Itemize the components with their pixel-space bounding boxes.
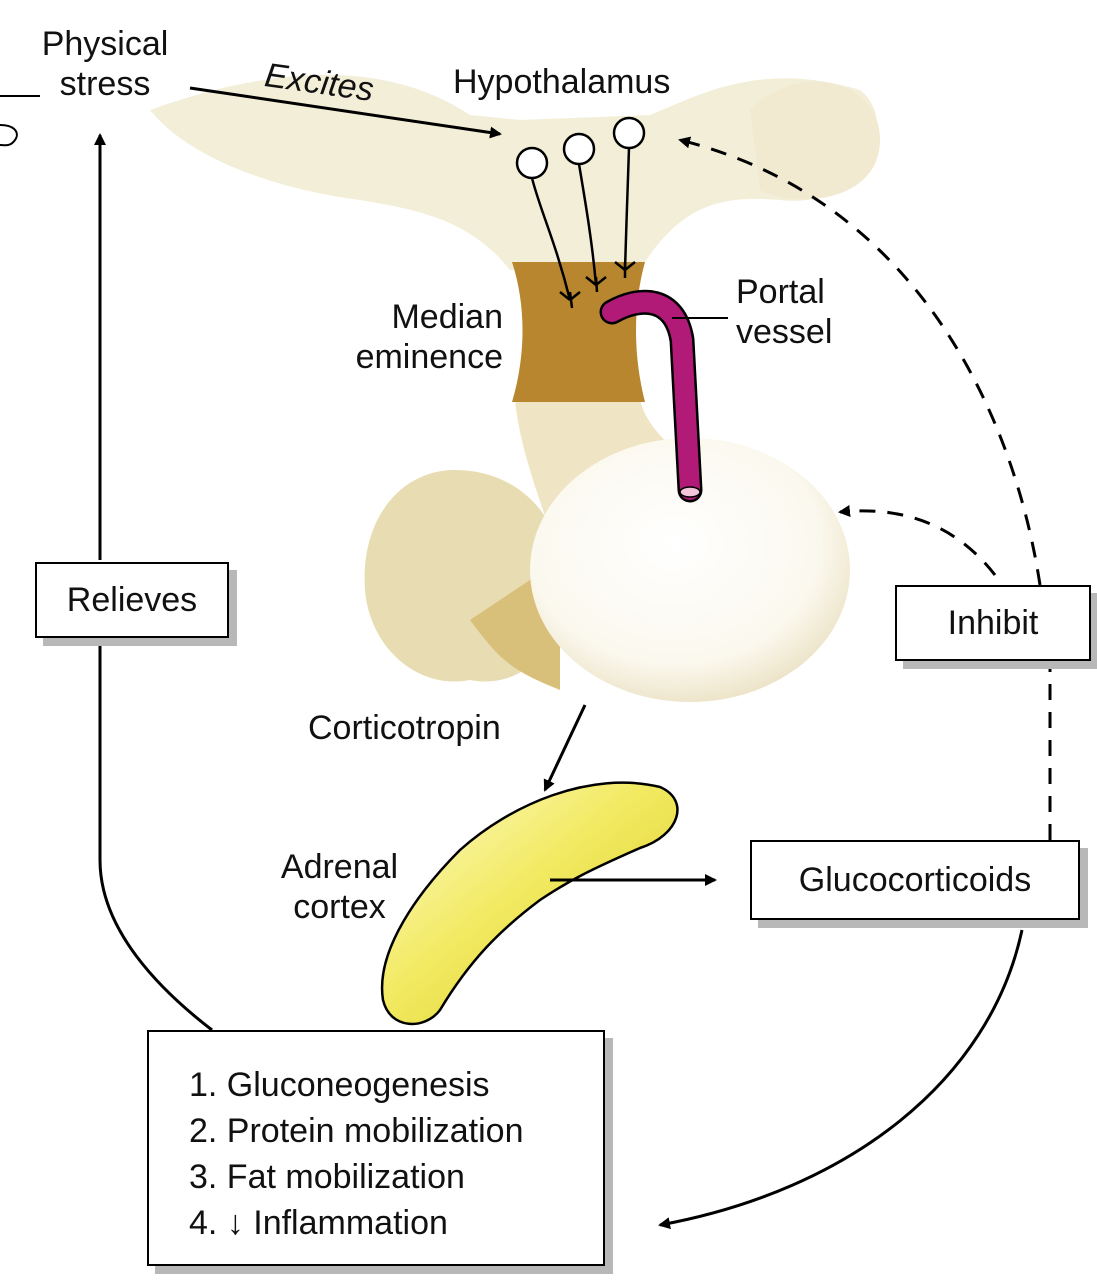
relieves-box: Relieves: [35, 562, 229, 638]
physical-stress-line1: Physical: [42, 25, 169, 63]
median-line1: Median: [391, 298, 503, 336]
effect-item-3: 3. Fat mobilization: [189, 1154, 603, 1200]
effect-item-2: 2. Protein mobilization: [189, 1108, 603, 1154]
portal-vessel-label: Portal vessel: [736, 272, 832, 352]
effect-item-4: 4. ↓ Inflammation: [189, 1200, 603, 1246]
glucocorticoids-box: Glucocorticoids: [750, 840, 1080, 920]
portal-line1: Portal: [736, 273, 825, 311]
adrenal-cortex-label: Adrenal cortex: [262, 847, 417, 927]
adrenal-line1: Adrenal: [281, 848, 398, 886]
physical-stress-label: Physical stress: [20, 24, 190, 104]
inhibit-text: Inhibit: [897, 603, 1089, 643]
adrenal-cortex-shape: [382, 783, 677, 1024]
physical-stress-line2: stress: [60, 65, 151, 103]
glucocorticoids-text: Glucocorticoids: [752, 860, 1078, 900]
corticotropin-label: Corticotropin: [308, 708, 501, 748]
portal-line2: vessel: [736, 313, 832, 351]
median-line2: eminence: [356, 338, 503, 376]
median-eminence: [512, 262, 645, 402]
effect-item-1: 1. Gluconeogenesis: [189, 1062, 603, 1108]
inhibit-box: Inhibit: [895, 585, 1091, 661]
effects-box: 1. Gluconeogenesis 2. Protein mobilizati…: [147, 1030, 605, 1266]
hypothalamus-label: Hypothalamus: [453, 62, 670, 102]
adrenal-line2: cortex: [293, 888, 386, 926]
median-eminence-label: Median eminence: [318, 297, 503, 377]
relieves-text: Relieves: [37, 580, 227, 620]
